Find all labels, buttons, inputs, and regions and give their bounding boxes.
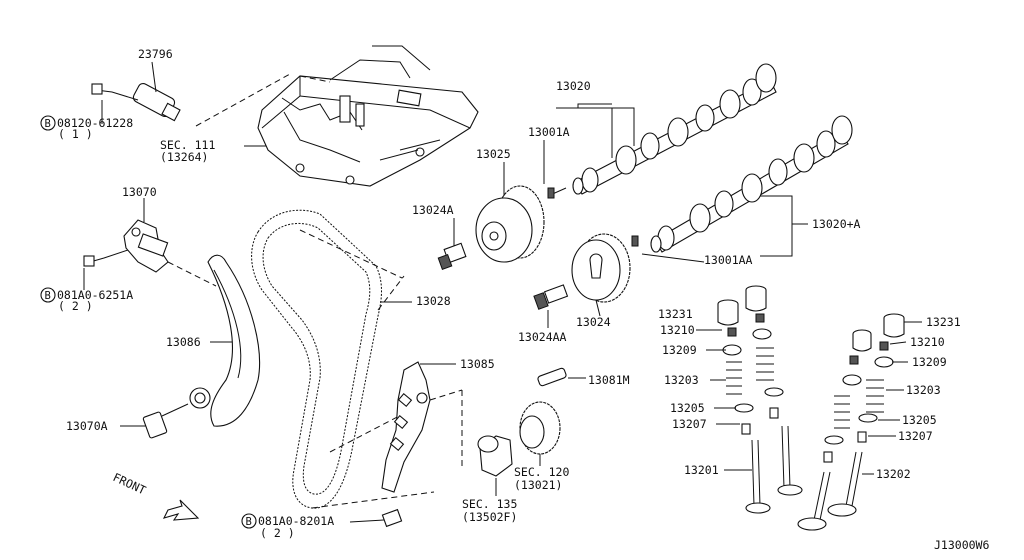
label-13205-left: 13205 (670, 401, 705, 415)
label-13201: 13201 (684, 463, 719, 477)
label-13231-right: 13231 (926, 315, 961, 329)
label-13231-left: 13231 (658, 307, 693, 321)
label-08120-61228-qty: ( 1 ) (58, 127, 93, 141)
label-13210-left: 13210 (660, 323, 695, 337)
label-sec120-ref: (13021) (514, 478, 562, 492)
label-13085: 13085 (460, 357, 495, 371)
label-sec135: SEC. 135 (462, 497, 517, 511)
label-13001AA: 13001AA (704, 253, 753, 267)
label-sec111-ref: (13264) (160, 150, 208, 164)
cam-sprocket-13025 (475, 185, 545, 263)
collar-sec135 (477, 435, 513, 496)
svg-text:B: B (45, 118, 51, 130)
crank-sprocket-sec120 (519, 401, 561, 466)
label-13210-right: 13210 (910, 335, 945, 349)
label-13070: 13070 (122, 185, 157, 199)
label-081A0-6251A-qty: ( 2 ) (58, 299, 93, 313)
camshaft-lower (631, 115, 853, 253)
label-13081M: 13081M (588, 373, 630, 387)
label-13207-left: 13207 (672, 417, 707, 431)
bolt-marker-icon-c: B (241, 513, 257, 529)
label-sec120: SEC. 120 (514, 465, 569, 479)
label-13086: 13086 (166, 335, 201, 349)
bolt-13024AA (533, 284, 569, 310)
pivot-bolt-13070A (120, 387, 211, 439)
svg-text:B: B (45, 290, 51, 302)
bolt-marker-icon-b: B (40, 287, 56, 303)
label-081A0-8201A: 081A0-8201A (258, 514, 334, 528)
label-13209-left: 13209 (662, 343, 697, 357)
label-sec111: SEC. 111 (160, 138, 215, 152)
bolt-081A0-8201A (349, 508, 403, 528)
rocker-cover-illustration (195, 45, 479, 187)
label-13203-right: 13203 (906, 383, 941, 397)
camshaft-upper (547, 63, 777, 199)
valvetrain-left (717, 285, 803, 514)
cam-position-sensor-23796 (91, 61, 181, 124)
label-13020A: 13020+A (812, 217, 861, 231)
label-13203-left: 13203 (664, 373, 699, 387)
dowel-13081M (537, 367, 586, 387)
label-13025: 13025 (476, 147, 511, 161)
label-13020: 13020 (556, 79, 591, 93)
diagram-code: J13000W6 (934, 538, 989, 552)
bolt-13024A (437, 242, 467, 270)
label-081A0-8201A-qty: ( 2 ) (260, 526, 295, 540)
label-08120-61228: 08120-61228 (57, 116, 133, 130)
front-arrow-icon (162, 499, 200, 521)
leader-lines (210, 103, 922, 475)
label-13028: 13028 (416, 294, 451, 308)
tension-guide-13085 (381, 361, 463, 493)
label-081A0-6251A: 081A0-6251A (57, 288, 133, 302)
label-13205-right: 13205 (902, 413, 937, 427)
label-13207-right: 13207 (898, 429, 933, 443)
cam-sprocket-13024 (571, 233, 631, 303)
label-13024: 13024 (576, 315, 611, 329)
svg-text:B: B (246, 516, 252, 528)
chain-tensioner-13070 (83, 198, 217, 290)
label-13209-right: 13209 (912, 355, 947, 369)
label-23796: 23796 (138, 47, 173, 61)
part-labels: 23796 08120-61228 ( 1 ) SEC. 111 (13264)… (57, 47, 989, 552)
label-13024A: 13024A (412, 203, 454, 217)
label-sec135-ref: (13502F) (462, 510, 517, 524)
label-13070A: 13070A (66, 419, 108, 433)
bolt-marker-icon-a: B (40, 115, 56, 131)
label-13001A: 13001A (528, 125, 570, 139)
slack-guide-13086 (207, 254, 261, 427)
label-13202: 13202 (876, 467, 911, 481)
valvetrain-right (797, 313, 905, 531)
label-13024AA: 13024AA (518, 330, 567, 344)
label-front: FRONT (111, 470, 148, 497)
timing-chain-13028 (251, 209, 435, 509)
